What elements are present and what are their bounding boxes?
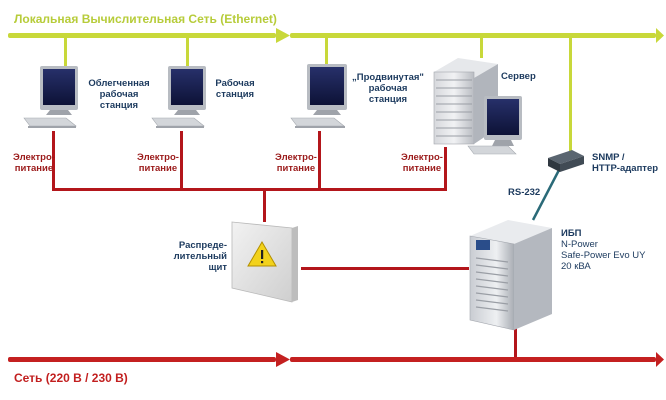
snmp-adapter-icon (548, 150, 584, 172)
power-label-3-line2: питание (276, 163, 316, 174)
ups-title: ИБП (561, 228, 582, 239)
distribution-panel-icon (231, 221, 298, 303)
power-label-2-line1: Электро- (137, 152, 179, 163)
panel-label-line2: лительный (173, 251, 227, 262)
ups-brand: N-Power (561, 239, 598, 250)
ups-rating: 20 кВА (561, 261, 591, 272)
rs232-link (531, 169, 561, 221)
mains-label: Сеть (220 В / 230 В) (14, 371, 128, 385)
workstation-2-icon (151, 66, 206, 128)
ups-model: Safe-Power Evo UY (561, 250, 646, 261)
workstation-1-label-line3: станция (99, 100, 139, 111)
panel-label: Распреде- лительный щит (167, 240, 227, 273)
mains-bus (8, 352, 664, 367)
workstation-3-label-line1: „Продвинутая" (352, 72, 424, 83)
power-label-1: Электро- питание (10, 152, 58, 174)
power-label-1-line2: питание (14, 163, 54, 174)
adapter-label-line2: HTTP-адаптер (592, 163, 659, 174)
workstation-1-label-line2: рабочая (99, 89, 139, 100)
power-label-4: Электро- питание (398, 152, 446, 174)
workstation-1-label-line1: Облегченная (88, 78, 150, 89)
workstation-3-label-line2: рабочая (368, 83, 408, 94)
panel-label-line3: щит (208, 262, 227, 273)
power-label-3: Электро- питание (272, 152, 320, 174)
workstation-1-icon (23, 66, 78, 128)
power-label-1-line1: Электро- (13, 152, 55, 163)
workstation-2-label-line2: станция (215, 89, 255, 100)
power-label-3-line1: Электро- (275, 152, 317, 163)
rs232-label: RS-232 (508, 187, 541, 198)
workstation-3-label-line3: станция (368, 94, 408, 105)
power-label-2: Электро- питание (134, 152, 182, 174)
lan-label: Локальная Вычислительная Сеть (Ethernet) (14, 12, 277, 26)
adapter-label-line1: SNMP / (592, 152, 625, 163)
panel-label-line1: Распреде- (178, 240, 227, 251)
workstation-2-label-line1: Рабочая (215, 78, 255, 89)
workstation-3-label: „Продвинутая" рабочая станция (352, 72, 424, 105)
ups-label: ИБП N-Power Safe-Power Evo UY 20 кВА (561, 228, 645, 272)
adapter-label: SNMP / HTTP-адаптер (592, 152, 658, 174)
power-distribution-lines (52, 131, 517, 358)
server-label: Сервер (501, 71, 536, 82)
workstation-3-icon (290, 64, 347, 128)
ups-icon (469, 220, 552, 331)
server-icon (433, 58, 522, 155)
workstation-1-label: Облегченная рабочая станция (86, 78, 152, 111)
power-label-4-line2: питание (402, 163, 442, 174)
lan-backbone (8, 28, 664, 158)
power-label-2-line2: питание (138, 163, 178, 174)
workstation-2-label: Рабочая станция (212, 78, 258, 100)
power-label-4-line1: Электро- (401, 152, 443, 163)
